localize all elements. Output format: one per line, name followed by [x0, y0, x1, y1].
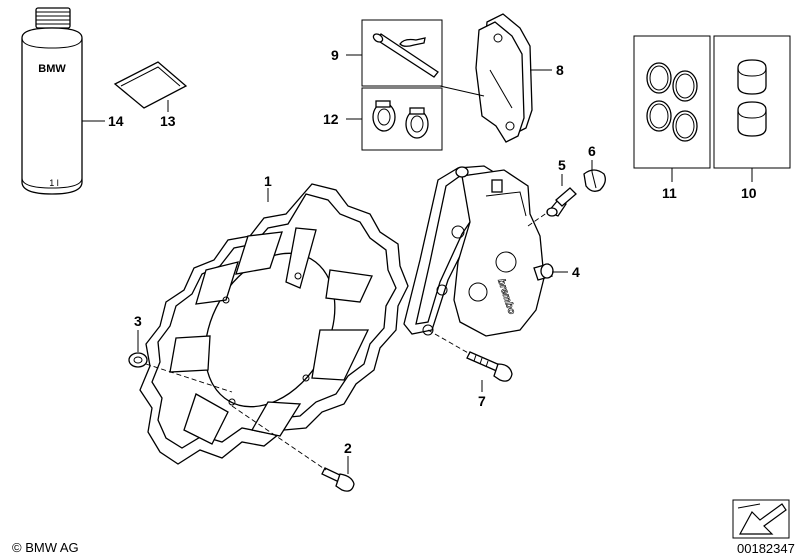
brake-fluid-bottle: BMW 1 l [21, 7, 83, 195]
callout-10: 10 [741, 185, 757, 201]
disc-bolt [321, 467, 355, 492]
assembly-line-bleeder [527, 211, 549, 227]
assembly-line-washer [145, 363, 233, 393]
grease-sachet [113, 61, 188, 109]
callout-11: 11 [662, 185, 677, 201]
washer [128, 352, 148, 368]
seal-rings [646, 62, 698, 142]
assembly-line-caliper-bolt [427, 329, 471, 355]
callout-7: 7 [478, 393, 486, 409]
drawing-number: 00182347 [737, 541, 795, 556]
bleeder-valve [546, 187, 577, 217]
callout-5: 5 [558, 157, 566, 173]
guide-boots [372, 100, 429, 139]
copyright-text: © BMW AG [12, 540, 79, 555]
assembly-line-bolt [231, 405, 327, 471]
caliper-plug [533, 263, 554, 281]
callout-9: 9 [331, 47, 339, 63]
caliper-bolt [466, 351, 513, 382]
brake-disc [139, 183, 409, 465]
callout-1: 1 [264, 173, 272, 189]
retaining-pin [372, 33, 439, 78]
callout-3: 3 [134, 313, 142, 329]
bleeder-dust-cap [583, 169, 606, 192]
bottle-volume: 1 l [49, 178, 59, 188]
pin-kit-box [361, 19, 443, 87]
bottle-brand: BMW [38, 63, 66, 75]
brake-caliper: brembo [403, 165, 545, 337]
callout-labels: 14 13 9 12 8 11 10 1 3 2 4 5 6 7 [108, 47, 757, 456]
callout-14: 14 [108, 113, 124, 129]
callout-2: 2 [344, 440, 352, 456]
leader-lines [82, 54, 753, 474]
callout-6: 6 [588, 143, 596, 159]
callout-4: 4 [572, 264, 580, 280]
orientation-icon [732, 499, 790, 539]
callout-13: 13 [160, 113, 176, 129]
seal-kit-box [633, 35, 711, 169]
callout-12: 12 [323, 111, 339, 127]
callout-8: 8 [556, 62, 564, 78]
brake-pads [475, 13, 533, 143]
pistons [737, 59, 767, 137]
